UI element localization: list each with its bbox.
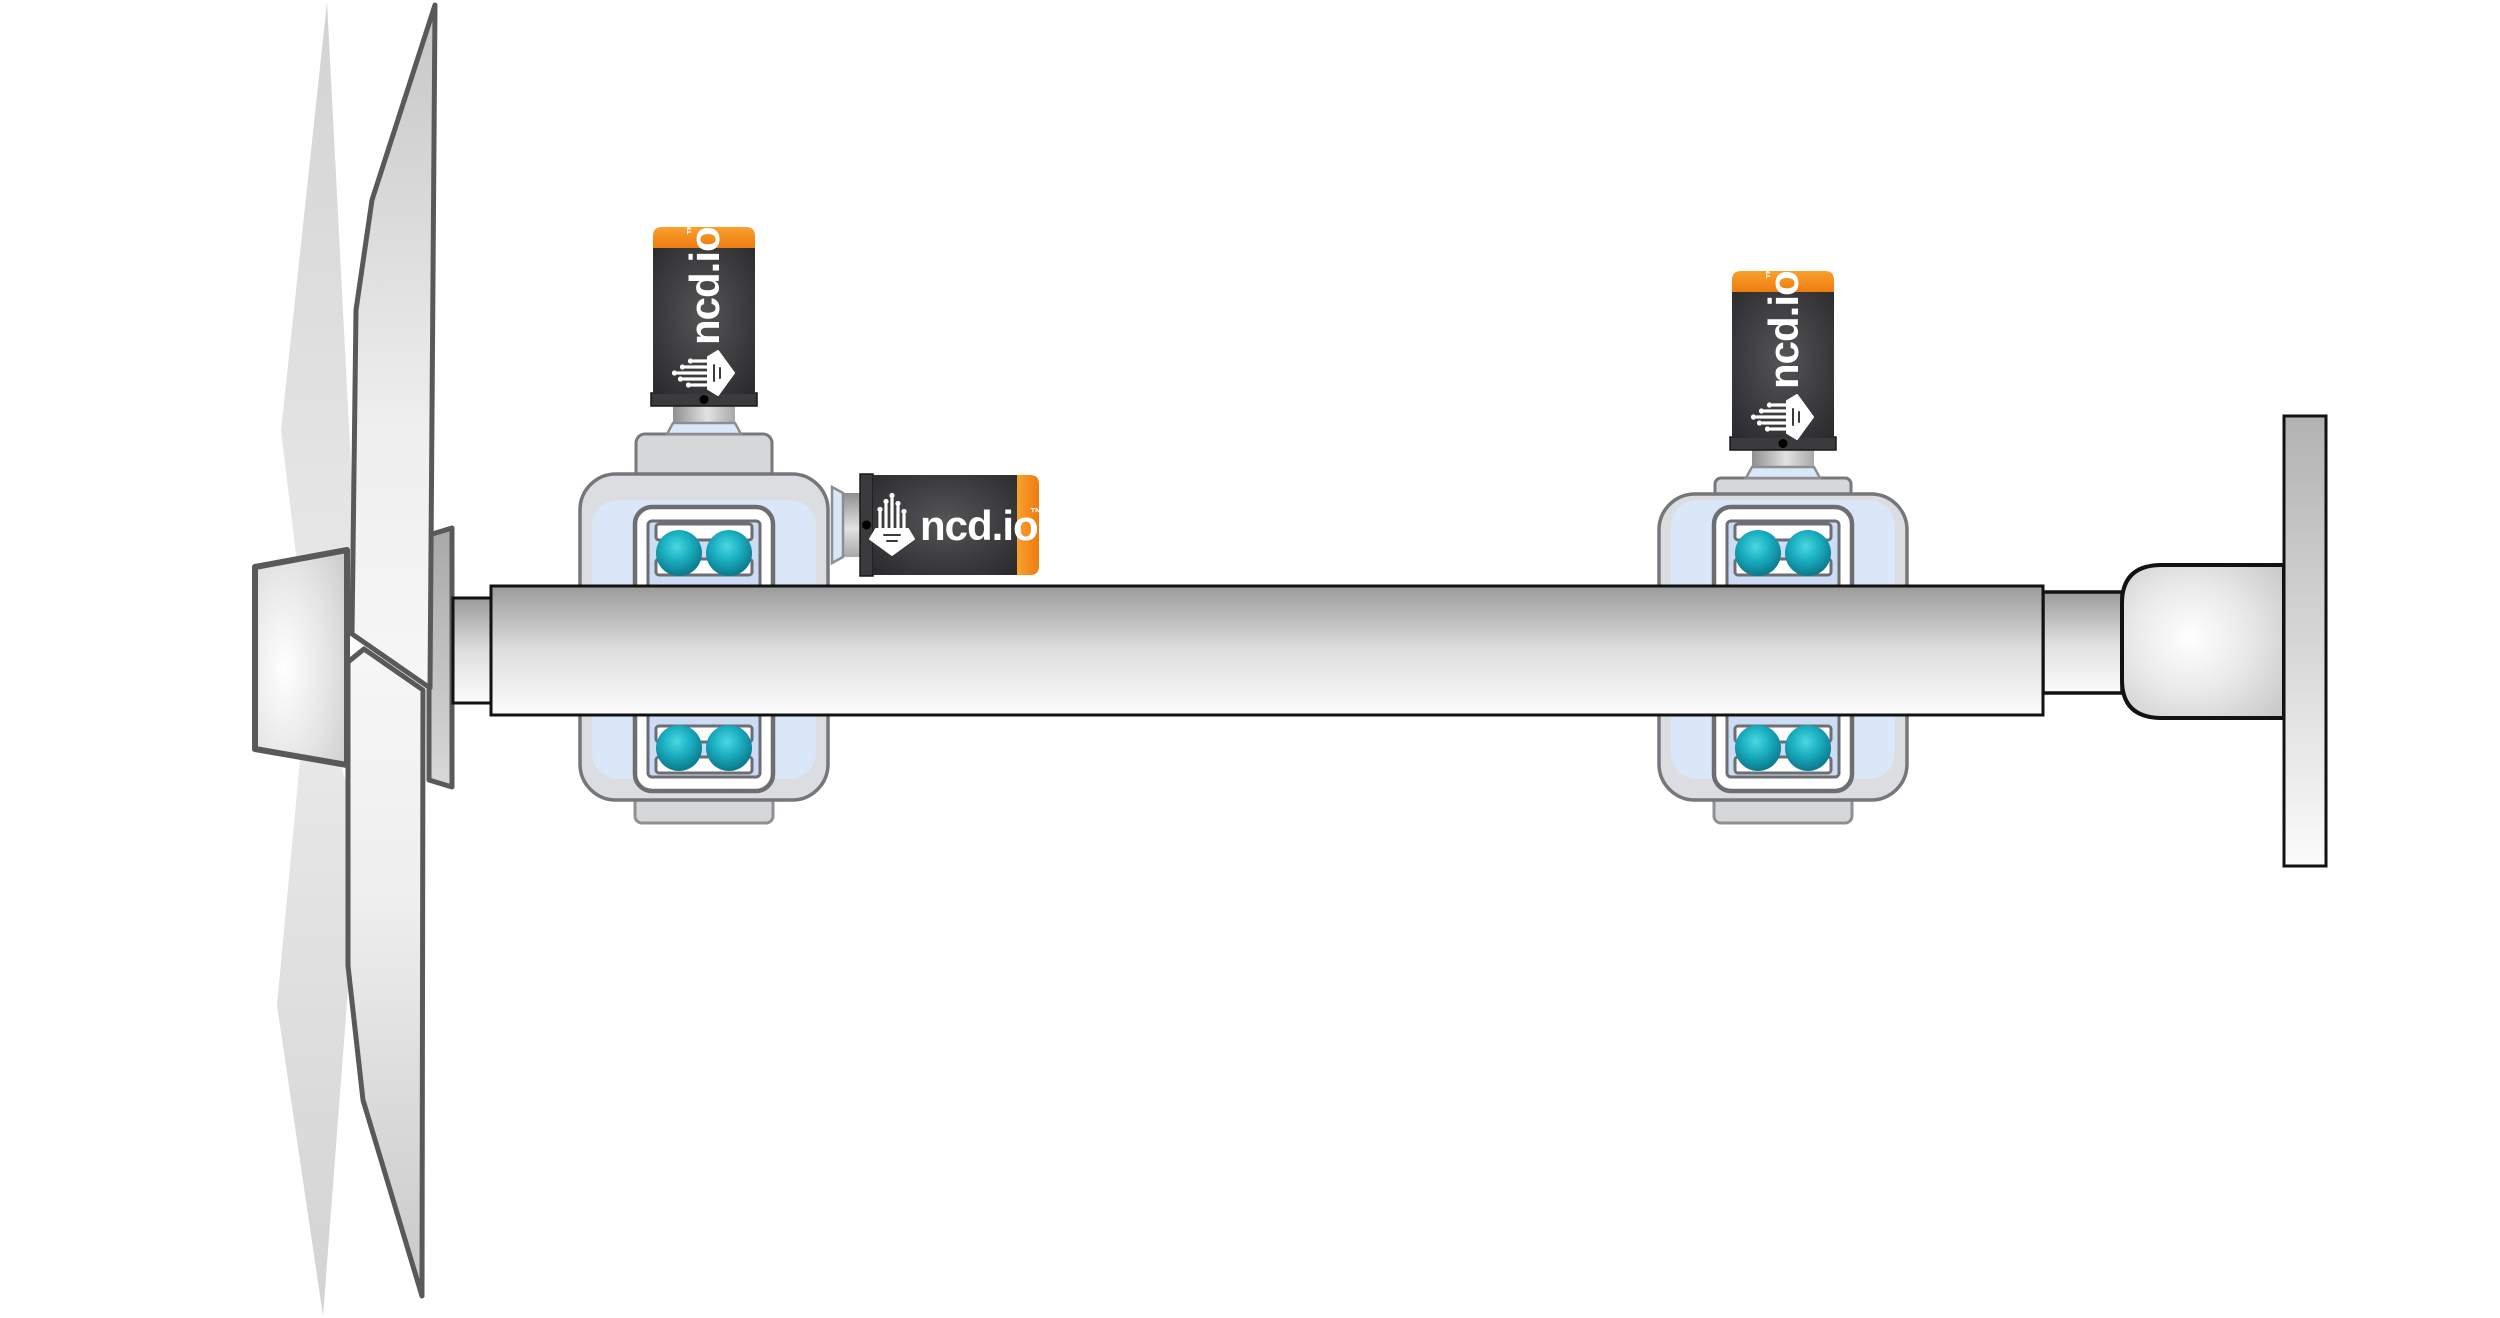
hub-back-plate	[426, 525, 455, 790]
fan-blade-front-top	[349, 2, 438, 691]
fan-assembly	[252, 2, 493, 1316]
fan-blade-rear-bottom	[277, 672, 352, 1316]
sensor-base-port	[862, 520, 871, 530]
fan-hub	[252, 547, 350, 768]
vibration-sensor-3-vertical	[1730, 266, 1836, 478]
shaft-reducer	[2041, 590, 2124, 695]
fan-blade-rear-top	[281, 2, 358, 672]
rotating-shaft	[489, 584, 2045, 717]
drive-end-assembly	[2041, 414, 2328, 868]
sensor-mount-stud	[843, 493, 860, 557]
wall-mounting-plate	[2282, 414, 2328, 868]
vibration-sensor-2-horizontal	[830, 473, 1045, 577]
hub-shaft-stub	[451, 596, 493, 705]
sensor-mount-pad	[830, 484, 845, 566]
vibration-sensor-1-vertical	[651, 222, 757, 434]
shaft-coupling	[2120, 563, 2286, 720]
fan-blade-front-bottom	[345, 646, 426, 1299]
